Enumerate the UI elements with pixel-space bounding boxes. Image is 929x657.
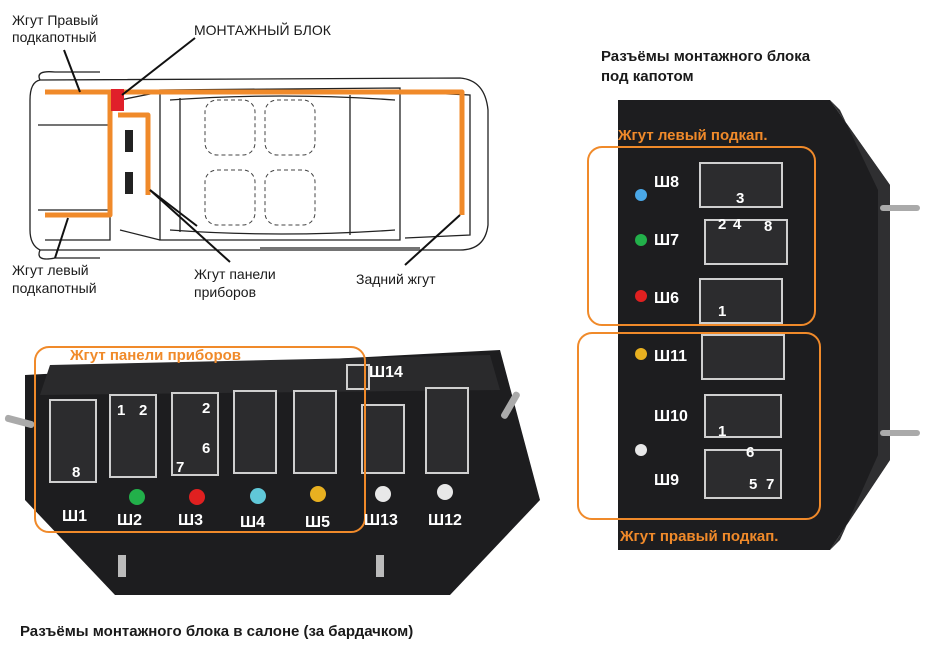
cabin-leds xyxy=(129,484,453,505)
pin-sh7-4: 4 xyxy=(733,216,742,233)
connector-sh11: Ш11 xyxy=(654,348,687,365)
panel-harness-label-line1: Жгут панели xyxy=(194,266,276,282)
car-outline xyxy=(29,71,489,260)
hood-leds xyxy=(635,189,647,456)
left-hood-harness-frame xyxy=(587,146,816,326)
pin-sh9-6: 6 xyxy=(746,444,755,461)
pin-sh3-6: 6 xyxy=(202,440,211,457)
callout-lines xyxy=(54,37,461,266)
hood-block-title-line2: под капотом xyxy=(601,68,694,85)
pin-sh1-8: 8 xyxy=(72,464,81,481)
connector-sh4: Ш4 xyxy=(240,514,265,531)
cabin-connectors xyxy=(49,364,469,483)
panel-harness-group-label: Жгут панели приборов xyxy=(70,347,241,364)
car-seats xyxy=(204,99,316,226)
hood-connectors xyxy=(699,162,788,499)
connector-sh6: Ш6 xyxy=(654,290,679,307)
pin-sh2-1: 1 xyxy=(117,402,126,419)
pin-sh10-1: 1 xyxy=(718,423,727,440)
pin-sh9-5: 5 xyxy=(749,476,758,493)
connector-sh7: Ш7 xyxy=(654,232,679,249)
left-hood-harness-label: Жгут левый подкап. xyxy=(618,127,768,144)
connector-sh1: Ш1 xyxy=(62,508,87,525)
pin-sh3-7: 7 xyxy=(176,459,185,476)
right-harness-label-line1: Жгут Правый xyxy=(12,12,99,28)
pin-sh9-7: 7 xyxy=(766,476,775,493)
harness-lines xyxy=(45,89,465,218)
pin-sh6-1: 1 xyxy=(718,303,727,320)
connector-sh2: Ш2 xyxy=(117,512,142,529)
right-harness-label-line2: подкапотный xyxy=(12,29,97,45)
connector-sh13: Ш13 xyxy=(364,512,398,529)
mounting-block-marker xyxy=(111,89,124,111)
pin-sh8-3: 3 xyxy=(736,190,745,207)
rear-harness-label: Задний жгут xyxy=(356,271,436,287)
panel-harness-label-line2: приборов xyxy=(194,284,257,300)
connector-sh9: Ш9 xyxy=(654,472,679,489)
pin-sh7-2: 2 xyxy=(718,216,727,233)
dashboard-windows xyxy=(125,130,133,194)
connector-sh8: Ш8 xyxy=(654,174,679,191)
pin-sh7-8: 8 xyxy=(764,218,773,235)
panel-harness-group-frame xyxy=(34,346,366,533)
right-hood-harness-label: Жгут правый подкап. xyxy=(620,528,779,545)
cabin-block-caption: Разъёмы монтажного блока в салоне (за ба… xyxy=(20,623,414,640)
right-hood-harness-frame xyxy=(577,332,821,520)
connector-sh5: Ш5 xyxy=(305,514,330,531)
connector-sh14: Ш14 xyxy=(369,364,403,381)
connector-sh10: Ш10 xyxy=(654,408,688,425)
hood-block-title-line1: Разъёмы монтажного блока xyxy=(601,48,811,65)
mounting-block-label: МОНТАЖНЫЙ БЛОК xyxy=(194,22,331,38)
pin-sh3-2: 2 xyxy=(202,400,211,417)
pin-sh2-2: 2 xyxy=(139,402,148,419)
left-harness-label-line1: Жгут левый xyxy=(12,262,89,278)
connector-sh3: Ш3 xyxy=(178,512,203,529)
connector-sh12: Ш12 xyxy=(428,512,462,529)
left-harness-label-line2: подкапотный xyxy=(12,280,97,296)
